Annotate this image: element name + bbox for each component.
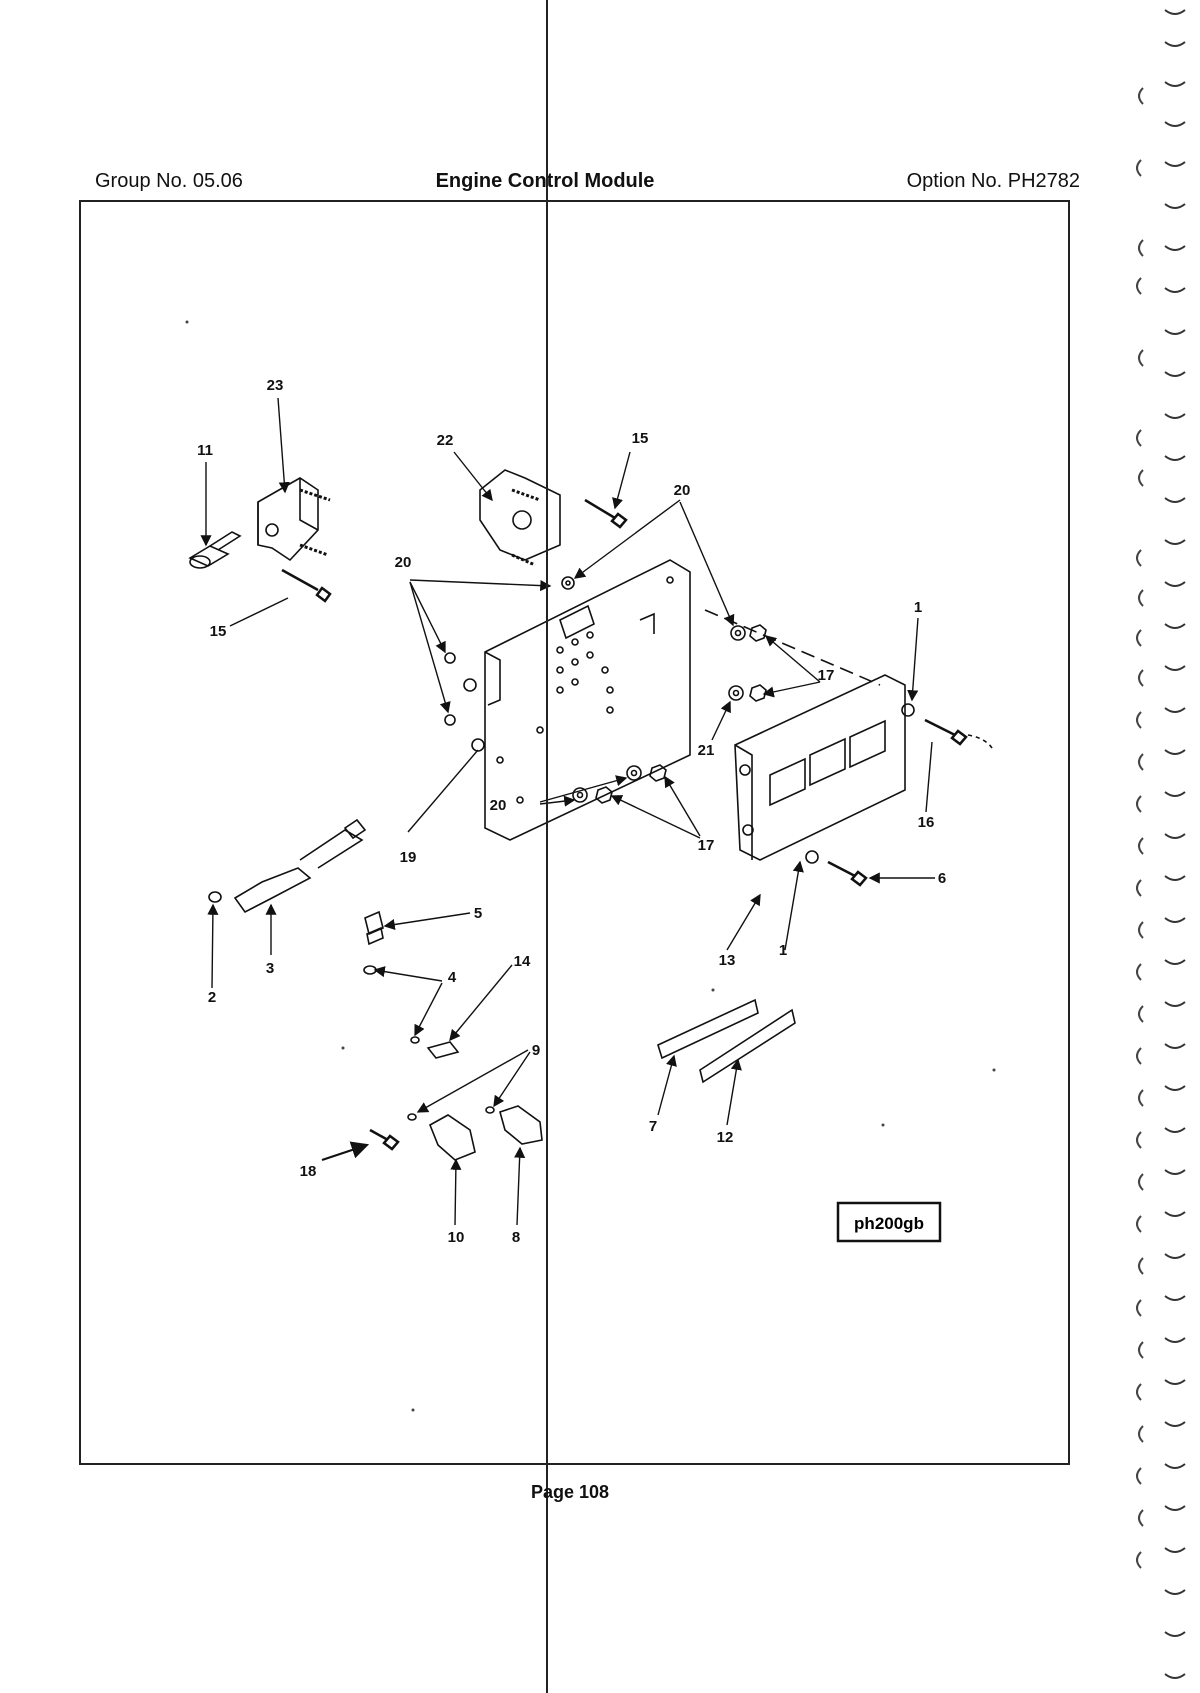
ecm-bracket-part xyxy=(479,469,561,567)
callout-21: 21 xyxy=(698,742,715,759)
bolt-top-part xyxy=(584,498,628,529)
option-number: Option No. PH2782 xyxy=(906,170,1080,192)
group-number: Group No. 05.06 xyxy=(95,170,243,192)
callout-4: 4 xyxy=(448,969,457,986)
mounting-plate-part xyxy=(463,559,691,841)
scan-fold-line xyxy=(546,0,548,1693)
label-strip-7-part xyxy=(657,998,759,1060)
screw-bottom-part xyxy=(827,860,868,887)
callout-16: 16 xyxy=(918,814,935,831)
callout-15-top: 15 xyxy=(632,430,649,447)
scan-specks xyxy=(185,320,996,1412)
callout-20-top-right: 20 xyxy=(674,482,691,499)
callout-14: 14 xyxy=(514,953,531,970)
callout-1-bottom: 1 xyxy=(779,942,787,959)
screw-top-part xyxy=(924,718,968,746)
callout-19: 19 xyxy=(400,849,417,866)
reference-code-box xyxy=(836,1201,942,1243)
callout-17-bottom: 17 xyxy=(698,837,715,854)
washers-nuts-group xyxy=(444,576,767,804)
callout-13: 13 xyxy=(719,952,736,969)
callout-11: 11 xyxy=(197,442,213,459)
callout-23: 23 xyxy=(267,377,284,394)
callout-22: 22 xyxy=(437,432,454,449)
page-number: Page 108 xyxy=(530,1482,610,1502)
callout-3: 3 xyxy=(266,960,274,977)
temperature-sensor-part xyxy=(410,1036,460,1059)
page-title: Engine Control Module xyxy=(435,170,655,192)
callout-8: 8 xyxy=(512,1229,520,1246)
bolt-18-part xyxy=(369,1128,400,1151)
callout-18: 18 xyxy=(300,1163,317,1180)
washer-bottom-part xyxy=(805,850,819,864)
callout-6: 6 xyxy=(938,870,946,887)
callout-20-bottom: 20 xyxy=(490,797,507,814)
bolt-left-part xyxy=(281,568,332,603)
sensor-8-part xyxy=(485,1105,543,1145)
pressure-sensor-part xyxy=(363,910,384,975)
callout-1-top: 1 xyxy=(914,599,922,616)
binding-holes xyxy=(1136,9,1186,1679)
callout-10: 10 xyxy=(448,1229,465,1246)
label-strip-12-part xyxy=(699,1008,796,1084)
washer-top-part xyxy=(901,703,915,717)
callout-17-top: 17 xyxy=(818,667,835,684)
leader-lines xyxy=(200,397,935,1226)
reference-code: ph200gb xyxy=(854,1214,924,1233)
diagram-frame xyxy=(79,200,1070,1465)
callout-5: 5 xyxy=(474,905,482,922)
harness-sensor-part xyxy=(208,818,367,914)
parts-art xyxy=(188,469,993,1161)
sensor-part xyxy=(188,531,242,569)
callout-20-left: 20 xyxy=(395,554,412,571)
callout-numbers: 23 11 15 22 15 20 20 1 17 21 16 20 17 19… xyxy=(197,377,946,1246)
callout-9: 9 xyxy=(532,1042,540,1059)
mounting-bracket-part xyxy=(257,477,331,562)
callout-7: 7 xyxy=(649,1118,657,1135)
sensor-10-part xyxy=(407,1113,476,1161)
engine-control-module-part xyxy=(734,674,906,861)
callout-2: 2 xyxy=(208,989,216,1006)
callout-15-left: 15 xyxy=(210,623,227,640)
callout-12: 12 xyxy=(717,1129,734,1146)
